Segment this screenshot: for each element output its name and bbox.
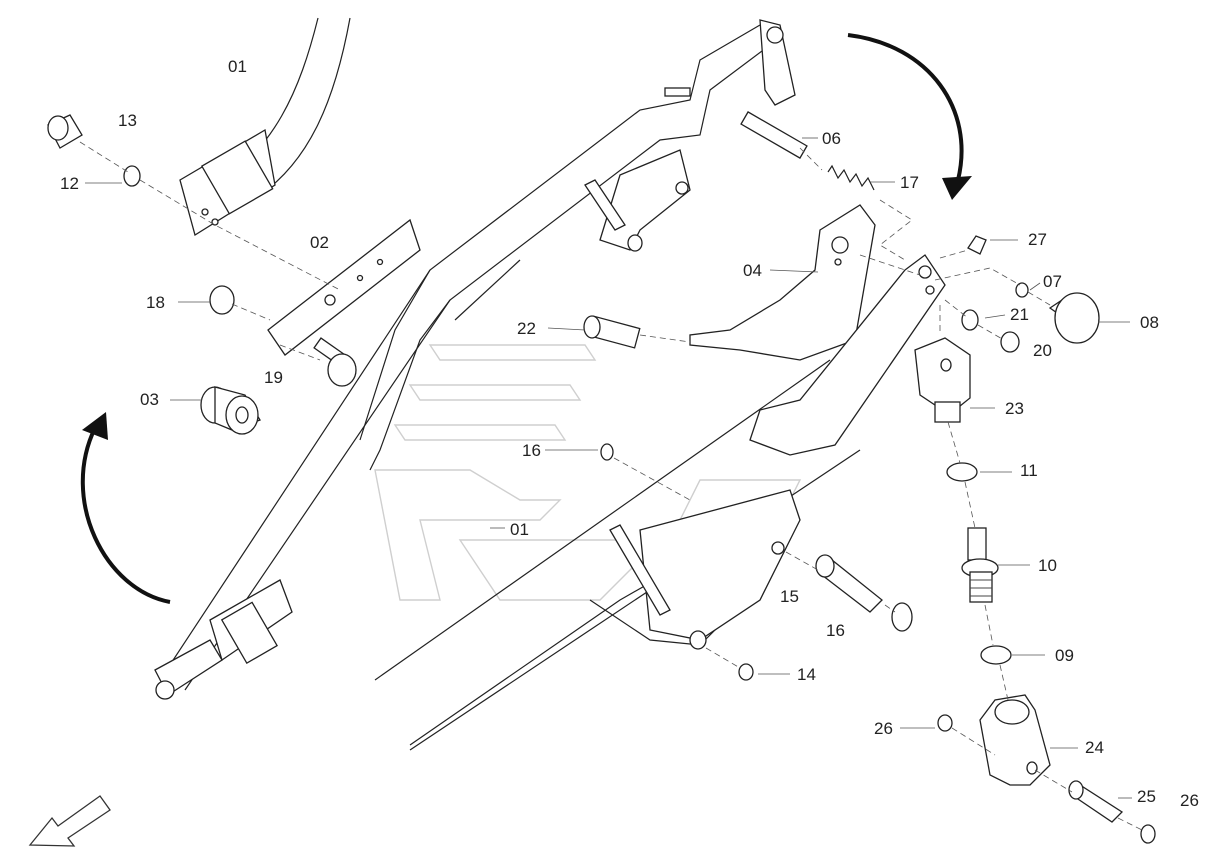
lower-lever-bracket — [609, 489, 801, 650]
bolt-19 — [313, 337, 357, 387]
pin-25 — [1068, 780, 1124, 823]
label-04: 04 — [743, 261, 762, 280]
label-07: 07 — [1043, 272, 1062, 291]
circlip-14 — [738, 663, 754, 681]
label-22: 22 — [517, 319, 536, 338]
label-12: 12 — [60, 174, 79, 193]
upper-lever-bracket — [584, 19, 796, 252]
bolt-13 — [47, 114, 83, 149]
roller-03 — [200, 386, 261, 435]
label-14: 14 — [797, 665, 816, 684]
washer-11 — [946, 462, 978, 482]
part-labels: 01 01 02 03 04 06 07 08 09 10 11 12 13 1… — [60, 57, 1199, 810]
washer-12 — [123, 165, 141, 187]
washer-21 — [961, 309, 979, 331]
clevis-24 — [979, 694, 1051, 786]
assembly-lines — [79, 141, 1143, 831]
lower-left-plate — [154, 579, 293, 700]
circlip-16a — [600, 443, 614, 461]
leader-lines — [85, 137, 1132, 799]
label-25: 25 — [1137, 787, 1156, 806]
label-15: 15 — [780, 587, 799, 606]
pin-22 — [583, 315, 641, 349]
label-02: 02 — [310, 233, 329, 252]
clevis-23 — [914, 337, 971, 423]
label-26b: 26 — [1180, 791, 1199, 810]
right-lever-arm — [749, 254, 946, 456]
label-09: 09 — [1055, 646, 1074, 665]
label-01-top: 01 — [228, 57, 247, 76]
label-06: 06 — [822, 129, 841, 148]
label-08: 08 — [1140, 313, 1159, 332]
label-11: 11 — [1020, 461, 1038, 480]
washer-20 — [1000, 331, 1020, 353]
circlip-26b — [1140, 824, 1156, 844]
label-10: 10 — [1038, 556, 1057, 575]
label-13: 13 — [118, 111, 137, 130]
label-16a: 16 — [522, 441, 541, 460]
label-24: 24 — [1085, 738, 1104, 757]
washer-09 — [980, 645, 1012, 665]
label-26a: 26 — [874, 719, 893, 738]
washer-18 — [209, 285, 235, 315]
label-27: 27 — [1028, 230, 1047, 249]
label-23: 23 — [1005, 399, 1024, 418]
circlip-16b — [891, 602, 913, 632]
threaded-rod-10 — [961, 527, 999, 603]
strap-02 — [267, 218, 421, 356]
spring-17 — [827, 164, 875, 191]
pin-15 — [815, 554, 883, 613]
rotation-arrow-right — [847, 33, 972, 200]
direction-arrow-icon — [28, 795, 111, 847]
label-18: 18 — [146, 293, 165, 312]
nipple-27 — [967, 235, 987, 255]
pedal-bracket-04 — [689, 204, 876, 361]
label-03: 03 — [140, 390, 159, 409]
rotation-arrow-left — [80, 412, 171, 604]
label-19: 19 — [264, 368, 283, 387]
circlip-26a — [937, 714, 953, 732]
label-20: 20 — [1033, 341, 1052, 360]
label-01-mid: 01 — [510, 520, 529, 539]
label-16b: 16 — [826, 621, 845, 640]
upper-left-plate — [179, 128, 276, 237]
pin-06 — [740, 111, 808, 159]
washer-07 — [1015, 282, 1029, 298]
label-17: 17 — [900, 173, 919, 192]
main-frame-arm — [159, 24, 861, 751]
knob-08 — [1048, 292, 1100, 344]
label-21: 21 — [1010, 305, 1029, 324]
